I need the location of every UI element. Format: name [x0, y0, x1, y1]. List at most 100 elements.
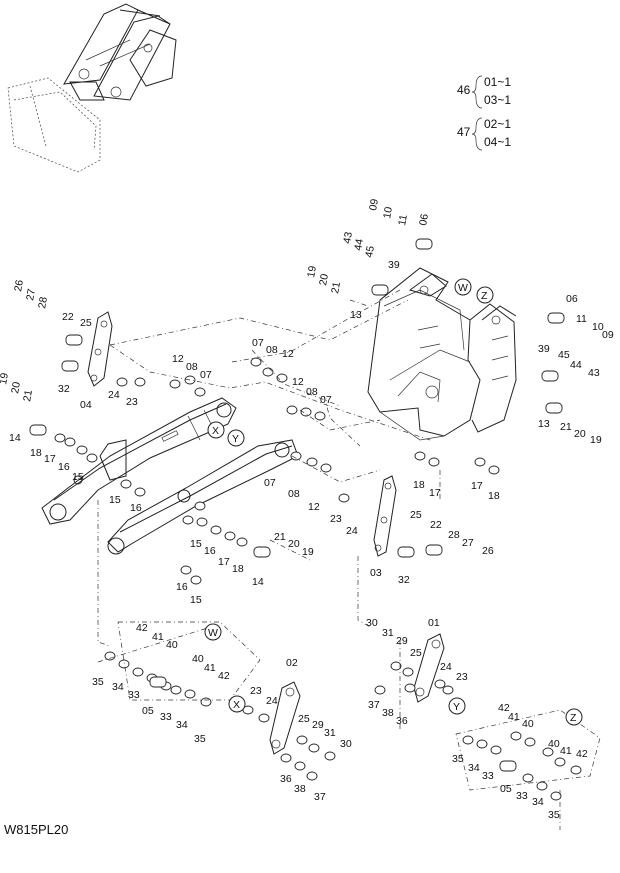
ref-z-top: Z: [476, 286, 494, 304]
washer-shape: [462, 735, 474, 745]
part-label-31: 31: [324, 727, 336, 739]
part-label-39: 39: [388, 259, 400, 271]
washer-shape: [210, 525, 222, 535]
part-label-04: 04: [80, 399, 92, 411]
part-label-24: 24: [266, 695, 278, 707]
part-label-16: 16: [204, 545, 216, 557]
part-label-28: 28: [448, 529, 460, 541]
part-label-19: 19: [590, 434, 602, 446]
part-label-21: 21: [560, 421, 572, 433]
svg-text:Y: Y: [232, 433, 239, 445]
washer-shape: [116, 377, 128, 387]
pin-shape: [371, 284, 389, 296]
svg-text:Z: Z: [481, 290, 488, 302]
part-label-44: 44: [570, 359, 582, 371]
washer-shape: [324, 751, 336, 761]
part-label-24: 24: [108, 389, 120, 401]
washer-shape: [296, 735, 308, 745]
washer-shape: [442, 685, 454, 695]
part-label-15: 15: [72, 471, 84, 483]
variant-code-04: 04~1: [484, 135, 511, 149]
washer-shape: [428, 457, 440, 467]
part-label-34: 34: [532, 796, 544, 808]
part-label-16: 16: [58, 461, 70, 473]
washer-shape: [570, 765, 582, 775]
part-label-13: 13: [538, 418, 550, 430]
svg-text:W: W: [208, 627, 218, 639]
washer-shape: [308, 743, 320, 753]
part-label-21: 21: [21, 389, 35, 403]
part-label-09: 09: [367, 198, 381, 212]
ref-y-lower: Y: [448, 697, 466, 715]
washer-shape: [286, 405, 298, 415]
washer-shape: [306, 771, 318, 781]
part-label-36: 36: [396, 715, 408, 727]
washer-shape: [390, 661, 402, 671]
part-label-14: 14: [9, 432, 21, 444]
part-label-10: 10: [381, 206, 395, 220]
washer-shape: [474, 457, 486, 467]
part-label-34: 34: [468, 762, 480, 774]
washer-shape: [132, 667, 144, 677]
part-label-17: 17: [471, 480, 483, 492]
part-label-24: 24: [346, 525, 358, 537]
washer-shape: [169, 379, 181, 389]
part-label-26: 26: [482, 545, 494, 557]
part-label-21: 21: [274, 531, 286, 543]
part-label-42: 42: [218, 670, 230, 682]
part-label-01: 01: [428, 617, 440, 629]
part-label-08: 08: [288, 488, 300, 500]
washer-shape: [290, 451, 302, 461]
part-label-13: 13: [350, 309, 362, 321]
washer-shape: [402, 667, 414, 677]
pin-shape: [61, 360, 79, 372]
washer-shape: [180, 565, 192, 575]
part-label-35: 35: [92, 676, 104, 688]
part-label-22: 22: [62, 311, 74, 323]
part-label-29: 29: [396, 635, 408, 647]
washer-shape: [250, 357, 262, 367]
part-label-06: 06: [566, 293, 578, 305]
washer-shape: [536, 781, 548, 791]
washer-shape: [338, 493, 350, 503]
part-label-23: 23: [330, 513, 342, 525]
washer-shape: [488, 465, 500, 475]
washer-shape: [522, 773, 534, 783]
part-label-14: 14: [252, 576, 264, 588]
part-label-30: 30: [340, 738, 352, 750]
ref-w-lower: W: [204, 623, 222, 641]
part-label-38: 38: [382, 707, 394, 719]
boom-arm: [41, 397, 299, 555]
pin-shape: [415, 238, 433, 250]
pin-shape: [541, 370, 559, 382]
part-label-28: 28: [36, 296, 50, 310]
part-label-22: 22: [430, 519, 442, 531]
part-label-12: 12: [282, 348, 294, 360]
part-label-30: 30: [366, 617, 378, 629]
part-label-25: 25: [298, 713, 310, 725]
washer-shape: [194, 387, 206, 397]
part-label-41: 41: [152, 631, 164, 643]
washer-shape: [510, 731, 522, 741]
part-label-19: 19: [0, 372, 11, 386]
loader-overview-sketch: [7, 3, 177, 173]
variant-code-01: 01~1: [484, 75, 511, 89]
variant-code-03: 03~1: [484, 93, 511, 107]
part-label-38: 38: [294, 783, 306, 795]
part-label-33: 33: [482, 770, 494, 782]
washer-shape: [542, 747, 554, 757]
part-label-42: 42: [136, 622, 148, 634]
part-label-17: 17: [429, 487, 441, 499]
part-label-05: 05: [500, 783, 512, 795]
assembly-lines: [97, 289, 601, 830]
washer-shape: [236, 537, 248, 547]
part-label-34: 34: [112, 681, 124, 693]
part-label-42: 42: [576, 748, 588, 760]
part-label-17: 17: [44, 453, 56, 465]
part-label-32: 32: [398, 574, 410, 586]
pin-shape: [253, 546, 271, 558]
part-label-15: 15: [190, 594, 202, 606]
part-label-45: 45: [363, 245, 377, 259]
ref-x-boom: X: [207, 421, 225, 439]
washer-shape: [490, 745, 502, 755]
